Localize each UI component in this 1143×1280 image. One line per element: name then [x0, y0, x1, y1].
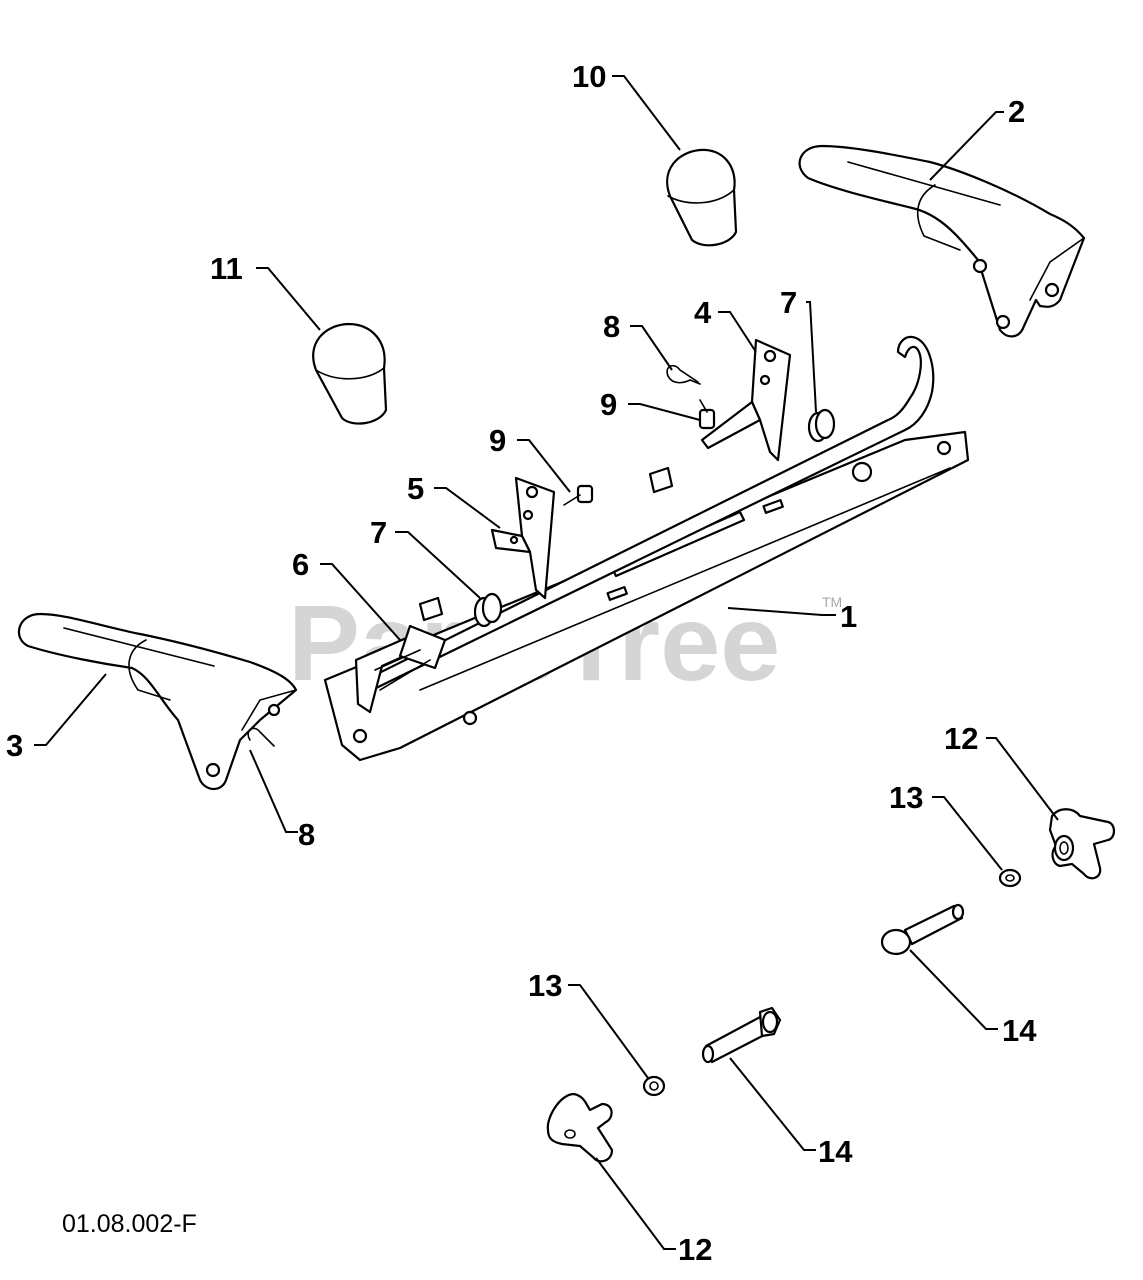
- callout-labels: 10 2 11 8 4 7 9 9 5 7 6 1 3 8 12 13 14 1…: [6, 59, 1037, 1267]
- callout-14-upper: 14: [1002, 1013, 1037, 1048]
- part-13-washer-lower: [642, 1075, 666, 1097]
- callout-7-lower: 7: [370, 515, 387, 550]
- callout-12-upper: 12: [944, 721, 978, 756]
- watermark-trademark: TM: [822, 594, 842, 610]
- part-10-knob: [666, 148, 738, 247]
- part-6-lever-link: [354, 624, 447, 714]
- callout-12-lower: 12: [678, 1232, 712, 1267]
- part-8-clip-upper: [666, 364, 701, 385]
- part-3-handle: [18, 612, 298, 791]
- part-9-bolt-lower: [563, 484, 594, 506]
- callout-3: 3: [6, 728, 23, 763]
- callout-1: 1: [840, 599, 857, 634]
- part-2-handle: [798, 144, 1086, 338]
- callout-9-lower: 9: [489, 423, 506, 458]
- part-9-bolt-upper: [698, 399, 716, 430]
- part-7-spacer-upper: [807, 408, 836, 443]
- callout-2: 2: [1008, 94, 1025, 129]
- part-4-bracket: [700, 338, 792, 462]
- callout-7-upper: 7: [780, 285, 797, 320]
- drawing-code: 01.08.002-F: [62, 1210, 197, 1238]
- callout-4: 4: [694, 295, 712, 330]
- callout-11: 11: [210, 251, 243, 286]
- part-12-star-knob-lower: [546, 1092, 614, 1163]
- callout-6: 6: [292, 547, 309, 582]
- part-1-bracket-plate: [323, 430, 970, 762]
- part-7-spacer-lower: [473, 592, 503, 628]
- part-11-knob: [312, 322, 388, 425]
- callout-9-upper: 9: [600, 387, 617, 422]
- callout-14-lower: 14: [818, 1134, 853, 1169]
- part-12-star-knob-upper: [1048, 808, 1116, 880]
- callout-10: 10: [572, 59, 606, 94]
- callout-13-upper: 13: [889, 780, 923, 815]
- part-14-carriage-bolt-lower: [701, 1006, 782, 1064]
- part-14-carriage-bolt-upper: [880, 903, 965, 956]
- callout-13-lower: 13: [528, 968, 562, 1003]
- callout-8-upper: 8: [603, 309, 620, 344]
- leader-lines: [34, 75, 1059, 1250]
- part-5-bracket: [490, 476, 556, 600]
- callout-5: 5: [407, 471, 424, 506]
- callout-8-lower: 8: [298, 817, 315, 852]
- plate-tabs: [418, 466, 674, 622]
- part-13-washer-upper: [998, 868, 1022, 888]
